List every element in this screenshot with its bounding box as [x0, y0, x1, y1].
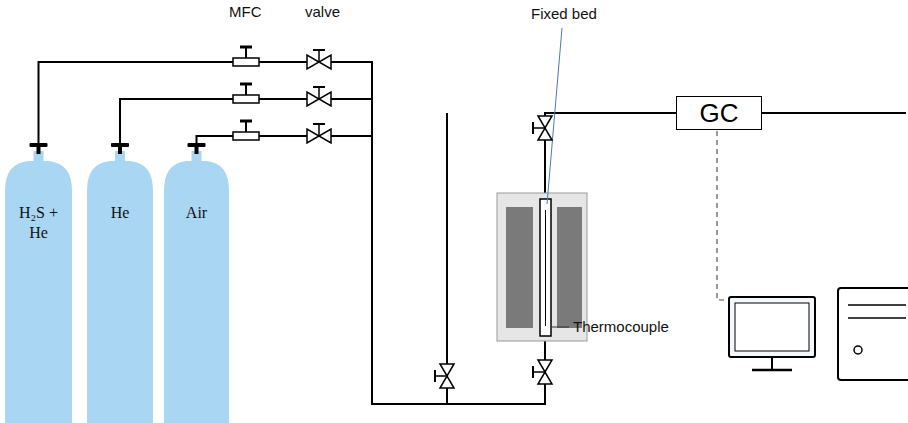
cylinder-label-box: H₂S + He — [5, 203, 72, 243]
valve-symbol — [538, 360, 552, 372]
valve-symbol — [533, 371, 545, 373]
reactor-tube — [540, 199, 551, 336]
heater — [557, 207, 582, 328]
cylinder-body — [87, 161, 153, 423]
valve-symbol — [319, 55, 331, 69]
cylinder-valve — [188, 143, 206, 147]
computer-tower — [838, 288, 908, 380]
power-button — [854, 346, 862, 354]
valve-symbol — [532, 122, 534, 134]
valve-symbol — [319, 129, 331, 143]
mfc-symbol — [245, 85, 247, 95]
part-label: MFC — [229, 4, 262, 21]
tower-slot — [848, 317, 906, 319]
valve-symbol — [318, 124, 320, 136]
signal-line — [717, 131, 728, 300]
valve-symbol — [434, 370, 436, 382]
valve-symbol — [538, 372, 552, 384]
cylinder-label: Air — [176, 203, 218, 223]
valve-symbol — [538, 128, 552, 140]
valve-symbol — [307, 129, 319, 143]
valve-symbol — [313, 123, 325, 125]
cylinder-outline — [5, 143, 72, 423]
leader-line — [552, 327, 569, 328]
mfc-symbol — [245, 122, 247, 132]
valve-symbol — [307, 55, 319, 69]
gas-cylinder: H₂S + He — [5, 143, 72, 423]
mfc-symbol — [233, 132, 259, 140]
fittings — [233, 47, 552, 388]
valve-symbol — [318, 50, 320, 62]
cylinder-label: He — [99, 203, 141, 223]
mfc-symbol — [240, 83, 252, 86]
cylinder-outline — [164, 143, 229, 423]
mfc-symbol — [233, 95, 259, 103]
bypass-pipe — [446, 113, 448, 404]
screen — [735, 303, 809, 351]
cylinder-valve — [30, 143, 48, 147]
monitor-stand — [752, 369, 792, 372]
valve-symbol — [538, 116, 552, 128]
gas-pipe — [197, 113, 677, 404]
valve-symbol — [319, 92, 331, 106]
valve-symbol — [440, 364, 454, 376]
gc-label: GC — [700, 100, 739, 126]
valve-symbol — [307, 92, 319, 106]
gc-box: GC — [676, 96, 762, 130]
outlet-pipe — [762, 112, 906, 114]
valve-symbol — [435, 375, 447, 377]
part-label: valve — [305, 4, 340, 21]
cylinder-label: H₂S + He — [18, 203, 60, 243]
part-label: Thermocouple — [573, 319, 669, 336]
cylinder-outline — [87, 143, 153, 423]
gas-cylinder: He — [87, 143, 153, 423]
heater — [506, 207, 533, 328]
valve-symbol — [318, 87, 320, 99]
cylinder-body — [5, 161, 72, 423]
thermocouple — [545, 210, 546, 326]
gas-cylinder: Air — [164, 143, 229, 423]
mfc-symbol — [233, 58, 259, 66]
cylinder-label-box: Air — [164, 203, 229, 223]
valve-symbol — [440, 376, 454, 388]
monitor — [729, 297, 815, 357]
cylinder-body — [164, 161, 229, 423]
valve-symbol — [533, 127, 545, 129]
mfc-symbol — [240, 120, 252, 123]
part-label: Fixed bed — [531, 6, 597, 23]
cylinder-label-box: He — [87, 203, 153, 223]
valve-symbol — [313, 49, 325, 51]
valve-symbol — [313, 86, 325, 88]
monitor-stand — [771, 357, 773, 370]
mfc-symbol — [240, 46, 252, 49]
valve-symbol — [532, 366, 534, 378]
cylinder-valve — [111, 143, 129, 147]
tower-slot — [848, 304, 906, 306]
mfc-symbol — [245, 48, 247, 58]
